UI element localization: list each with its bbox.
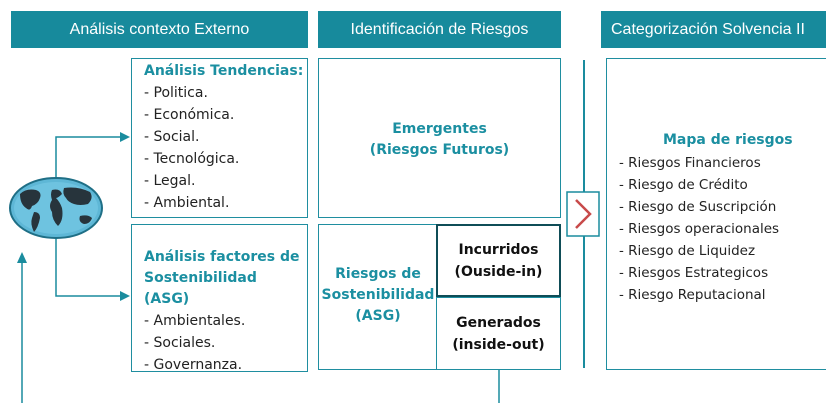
tendencia-item: - Económica. [144,107,235,123]
incurridos-box: Incurridos (Ouside-in) [436,224,561,297]
mapa-item: - Riesgos operacionales [619,221,780,237]
riesgos-sostenibilidad-line3: (ASG) [355,308,401,324]
mapa-item: - Riesgos Financieros [619,155,761,171]
tendencia-item: - Legal. [144,173,196,189]
generados-subtitle: (inside-out) [452,337,545,353]
sostenibilidad-item: - Governanza. [144,357,243,373]
header-categorizacion: Categorización Solvencia II [601,11,826,48]
tendencia-item: - Politica. [144,85,208,101]
generados-title: Generados [456,315,541,331]
sostenibilidad-item: - Sociales. [144,335,216,351]
incurridos-title: Incurridos [458,242,539,258]
emergentes-title: Emergentes [392,121,487,137]
riesgos-sostenibilidad-line2: Sostenibilidad [321,287,435,303]
tendencias-title: Análisis Tendencias: [144,63,304,79]
mapa-item: - Riesgos Estrategicos [619,265,769,281]
sostenibilidad-title-line1: Análisis factores de [144,249,300,265]
riesgos-sostenibilidad-label: Riesgos de Sostenibilidad (ASG) [318,264,438,327]
emergentes-box: Emergentes (Riesgos Futuros) [318,58,561,218]
mapa-item: - Riesgo Reputacional [619,287,766,303]
riesgos-sostenibilidad-line1: Riesgos de [335,266,421,282]
header-analisis-externo: Análisis contexto Externo [11,11,308,48]
mapa-riesgos-box: Mapa de riesgos - Riesgos Financieros - … [606,58,826,370]
header-identificacion-riesgos: Identificación de Riesgos [318,11,561,48]
globe-icon [9,177,103,239]
mapa-riesgos-title: Mapa de riesgos [663,132,793,148]
chevron-right-icon [566,191,600,237]
tendencia-item: - Tecnológica. [144,151,240,167]
incurridos-subtitle: (Ouside-in) [454,264,543,280]
mapa-item: - Riesgo de Suscripción [619,199,777,215]
generados-box: Generados (inside-out) [436,297,561,370]
tendencia-item: - Ambiental. [144,195,230,211]
mapa-item: - Riesgo de Liquidez [619,243,756,259]
mapa-item: - Riesgo de Crédito [619,177,748,193]
sostenibilidad-item: - Ambientales. [144,313,246,329]
sostenibilidad-title-line2: Sostenibilidad (ASG) [144,270,257,307]
tendencias-box: Análisis Tendencias: - Politica. - Econó… [131,58,308,218]
tendencia-item: - Social. [144,129,200,145]
emergentes-subtitle: (Riesgos Futuros) [369,142,510,158]
sostenibilidad-box: Análisis factores de Sostenibilidad (ASG… [131,224,308,373]
